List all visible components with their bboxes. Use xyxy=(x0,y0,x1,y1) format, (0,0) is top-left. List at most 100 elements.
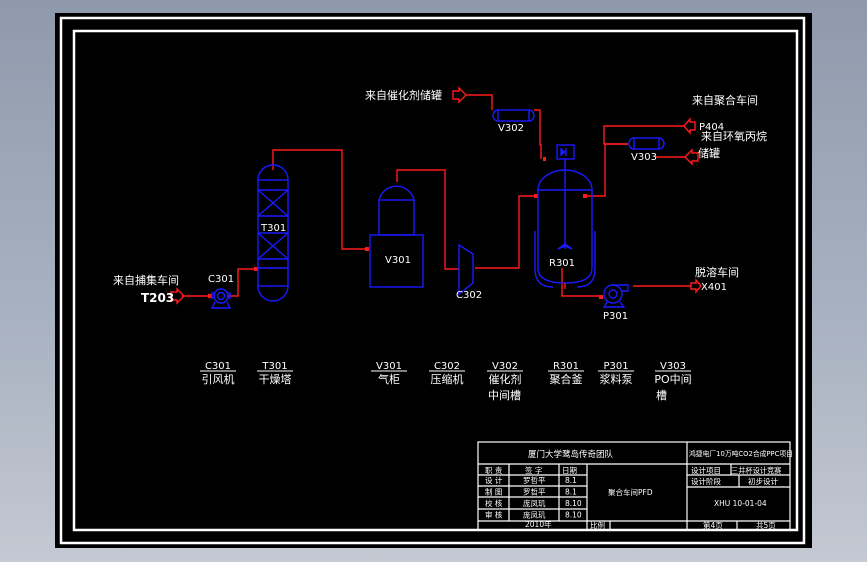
stream-out-x401-code: X401 xyxy=(701,282,727,293)
tag-p301: P301 xyxy=(603,311,628,322)
tag-v303: V303 xyxy=(631,152,657,163)
signoff-role: 校 核 xyxy=(485,498,503,508)
legend-name: 气柜 xyxy=(378,372,400,386)
signoff-role: 制 图 xyxy=(485,487,502,497)
signoff-role: 设 计 xyxy=(485,475,503,485)
stream-in-t203-code: T203 xyxy=(141,291,174,305)
tag-v301: V301 xyxy=(385,255,411,266)
tag-r301: R301 xyxy=(549,258,575,269)
legend-name-line2: 中间槽 xyxy=(488,389,521,402)
tag-v302: V302 xyxy=(498,123,524,134)
legend-name: PO中间 xyxy=(654,373,691,386)
header-signature: 签 字 xyxy=(525,465,542,475)
stream-in-p404-label: 来自聚合车间 xyxy=(692,93,758,107)
legend-name: 干燥塔 xyxy=(259,373,292,386)
tag-c301: C301 xyxy=(208,274,234,285)
title-block xyxy=(477,441,791,531)
legend-code: T301 xyxy=(261,361,287,372)
signoff-signature: 罗哲平 xyxy=(523,488,546,497)
arrow-in-po-icon xyxy=(684,148,699,166)
signoff-date: 8.10 xyxy=(565,511,582,520)
drawing-title: 聚合车间PFD xyxy=(608,487,653,497)
drawing-sheet: 来自捕集车间 T203 来自催化剂储罐 来自聚合车间 P404 来自环氧丙烷 储… xyxy=(55,13,812,548)
pipe-r301-p301 xyxy=(561,268,600,297)
arrow-out-x401-icon xyxy=(690,278,702,294)
legend-name: 催化剂 xyxy=(489,372,522,386)
pipe-t301-v301 xyxy=(272,149,369,250)
legend-name: 压缩机 xyxy=(431,372,464,386)
legend-code: V303 xyxy=(660,361,686,372)
scale-label: 比例 xyxy=(590,520,605,530)
drum-v302-icon xyxy=(492,109,535,122)
pipe-c301-t301 xyxy=(227,268,258,297)
arrow-in-catalyst-icon xyxy=(452,86,467,104)
pipe-catalyst-v302 xyxy=(466,94,493,110)
legend-name: 聚合釜 xyxy=(550,372,583,386)
drawing-number: XHU 10-01-04 xyxy=(714,499,767,508)
arrow-in-t203-icon xyxy=(170,287,185,305)
column-t301-icon xyxy=(257,164,289,302)
blower-c301-icon xyxy=(210,288,232,309)
legend-code: R301 xyxy=(553,361,579,372)
pipelines xyxy=(182,94,691,297)
drum-v303-icon xyxy=(628,137,665,150)
signoff-role: 审 核 xyxy=(485,510,503,520)
legend-code: V302 xyxy=(492,361,518,372)
reactor-r301-icon xyxy=(534,144,596,289)
stream-in-po-label: 来自环氧丙烷 xyxy=(701,129,767,143)
pump-p301-icon xyxy=(602,284,629,308)
inner-frame xyxy=(72,29,799,532)
design-stage-value: 初步设计 xyxy=(748,476,778,486)
compressor-c302-icon xyxy=(458,243,474,296)
legend-name-line2: 槽 xyxy=(656,389,667,402)
arrow-in-p404-icon xyxy=(683,117,696,135)
pipe-v303-r301 xyxy=(583,143,628,197)
signoff-date: 8.1 xyxy=(565,476,577,485)
pipe-v302-r301 xyxy=(534,109,542,159)
legend-name: 浆料泵 xyxy=(600,372,633,386)
design-stage-label: 设计阶段 xyxy=(691,476,721,486)
sheet-total: 共5页 xyxy=(756,521,776,530)
stream-in-t203-label: 来自捕集车间 xyxy=(113,273,179,287)
pipe-v301-c302 xyxy=(396,169,459,270)
signoff-date: 8.1 xyxy=(565,488,577,497)
organization-name: 厦门大学鹭岛传奇团队 xyxy=(528,449,614,460)
outer-frame xyxy=(59,16,806,545)
design-item-label: 设计项目 xyxy=(691,465,721,475)
legend-code: C302 xyxy=(434,361,460,372)
project-name: 鸿捷电厂10万吨CO2合成PPC项目 xyxy=(689,449,793,458)
stream-in-p404-code: P404 xyxy=(699,122,724,133)
tag-c302: C302 xyxy=(456,290,482,301)
header-date: 日期 xyxy=(562,466,577,475)
stream-out-x401-label: 脱溶车间 xyxy=(695,265,739,279)
signoff-date: 8.10 xyxy=(565,499,582,508)
sheet-number: 第4页 xyxy=(703,520,723,530)
legend-code: P301 xyxy=(603,361,628,372)
legend-code: C301 xyxy=(205,361,231,372)
stream-in-catalyst-label: 来自催化剂储罐 xyxy=(365,88,442,102)
signoff-signature: 罗哲平 xyxy=(523,476,546,485)
signoff-signature: 庞凤玑 xyxy=(523,498,546,508)
gasholder-v301-icon xyxy=(369,185,424,288)
pipe-p404-v303 xyxy=(603,125,684,145)
legend-code: V301 xyxy=(376,361,402,372)
signoff-signature: 庞凤玑 xyxy=(523,510,546,520)
pfd-canvas: 来自捕集车间 T203 来自催化剂储罐 来自聚合车间 P404 来自环氧丙烷 储… xyxy=(59,16,806,545)
year: 2010年 xyxy=(525,519,552,529)
legend-name: 引风机 xyxy=(202,372,235,386)
stream-in-po-label-2: 储罐 xyxy=(698,146,720,160)
pipe-c302-r301 xyxy=(475,195,538,269)
design-item-value: 三井杯设计竞赛 xyxy=(731,466,781,475)
tag-t301: T301 xyxy=(260,223,286,234)
nozzle-marks xyxy=(208,157,603,299)
header-role: 职 责 xyxy=(485,465,503,475)
